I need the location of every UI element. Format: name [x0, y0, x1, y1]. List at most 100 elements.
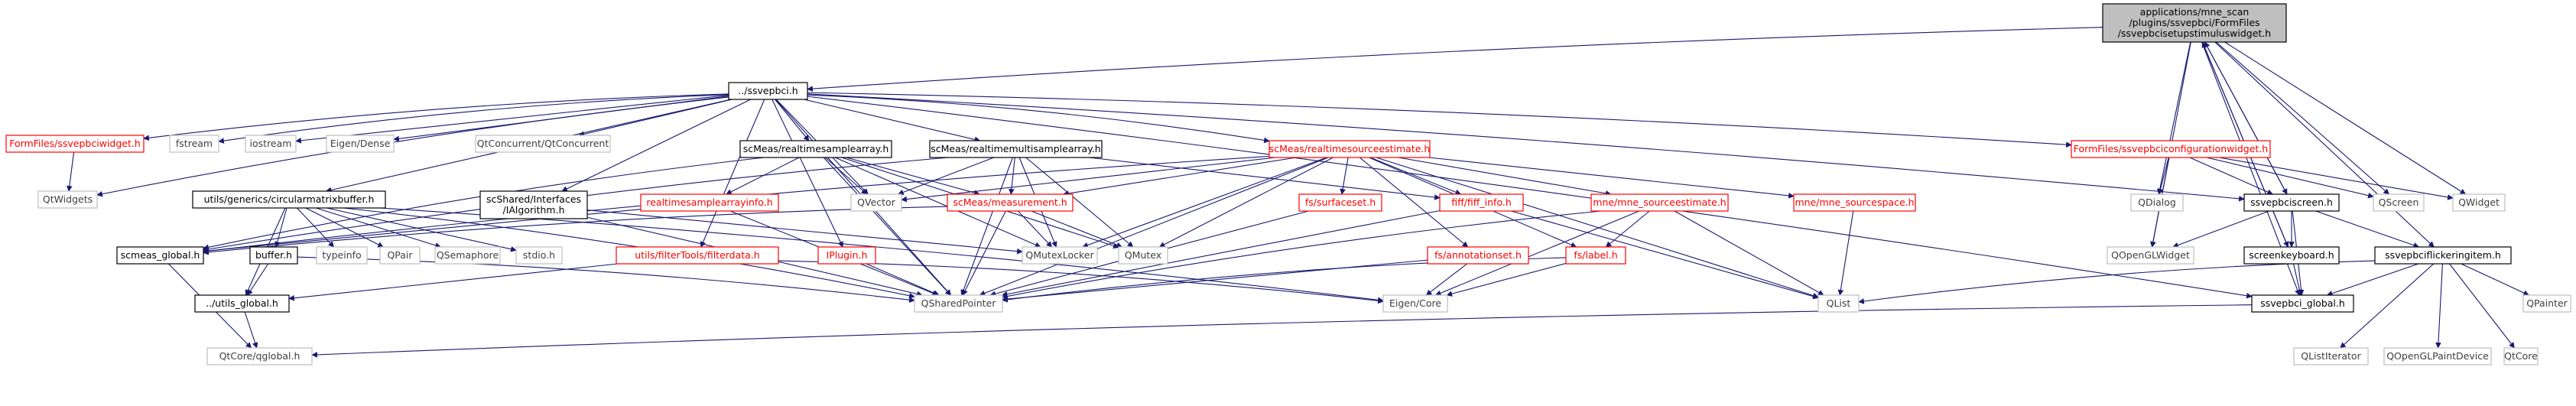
node-screenkeyboard[interactable]: screenkeyboard.h [2243, 246, 2340, 265]
node-label: fiff/fiff_info.h [1451, 197, 1512, 208]
node-box [1382, 294, 1448, 313]
edge-annotationset-to-qsharedpointer [1002, 259, 1428, 302]
node-qpainter: QPainter [2522, 294, 2571, 313]
node-utilsglobal[interactable]: ../utils_global.h [194, 294, 290, 313]
node-qopenglwidget: QOpenGLWidget [2107, 246, 2194, 265]
node-qtwidgets: QtWidgets [37, 190, 98, 209]
node-box [434, 246, 501, 265]
node-qtcoreglobal: QtCore/qglobal.h [206, 347, 313, 365]
edge-rtsourceestimate-to-qlist [1376, 157, 1819, 299]
edge-rtsourceestimate-to-surfaceset [1340, 157, 1349, 195]
edge-root-to-qscreen [2216, 41, 2390, 195]
node-box [37, 190, 98, 209]
edge-ssvepbciscreen-to-flickeringitem [2315, 210, 2420, 248]
node-box [1022, 246, 1098, 265]
node-box [739, 140, 892, 158]
edge-ssvepbci_h-to-filterdata [700, 99, 765, 248]
node-box [2102, 3, 2287, 43]
node-label: QMutexLocker [1025, 249, 1094, 261]
node-box [1298, 193, 1382, 212]
node-ssvepbciscreen[interactable]: ssvepbciscreen.h [2243, 193, 2340, 212]
node-box [169, 135, 219, 153]
node-iplugin[interactable]: IPlugin.h [817, 246, 876, 265]
node-box [479, 190, 588, 219]
edges-layer [67, 27, 2529, 358]
node-rtsourceestimate[interactable]: scMeas/realtimesourceestimate.h [1269, 140, 1431, 158]
node-rtsaminfo[interactable]: realtimesamplearrayinfo.h [640, 193, 779, 212]
node-label: screenkeyboard.h [2249, 249, 2334, 261]
node-box [728, 82, 808, 100]
node-ialgorithm[interactable]: scShared/Interfaces/IAlgorithm.h [479, 190, 588, 219]
edge-rtsamplearray-to-qsharedpointer [823, 157, 951, 296]
node-label: fs/label.h [1574, 249, 1617, 261]
node-label: scmeas_global.h [121, 249, 200, 261]
node-label: buffer.h [255, 249, 292, 261]
edge-ssvepbci_h-to-configwidget [807, 92, 2072, 148]
node-fiffinfo[interactable]: fiff/fiff_info.h [1439, 193, 1524, 212]
node-box [249, 246, 298, 265]
edge-rtsourceestimate-to-fiffinfo [1369, 157, 1462, 195]
node-label: QSemaphore [437, 249, 499, 261]
edge-ssvepbci_h-to-ialgorithm [561, 99, 752, 192]
node-scmeasglobal[interactable]: scmeas_global.h [116, 246, 204, 265]
node-qmutex: QMutex [1118, 246, 1168, 265]
node-filterdata[interactable]: utils/filterTools/filterdata.h [616, 246, 779, 265]
node-label: ssvepbciflickeringitem.h [2385, 249, 2501, 261]
node-label: QtCore [2504, 350, 2538, 362]
edge-flickeringitem-to-qopenglpaintdevice [2435, 263, 2443, 349]
node-label: Eigen/Dense [330, 138, 391, 149]
node-rtmultisample[interactable]: scMeas/realtimemultisamplearray.h [929, 140, 1103, 158]
edge-root-to-flickeringitem [2214, 41, 2435, 248]
node-box [515, 246, 563, 265]
edge-mnesource-to-qsharedpointer [1002, 210, 1602, 300]
edge-rtmultisample-to-measurement [1009, 157, 1015, 195]
edge-ssvepbciglobal-to-qtcoreglobal [311, 304, 2253, 358]
node-eigen_dense: Eigen/Dense [326, 135, 395, 153]
edge-rtsourceestimate-to-mnesource [1398, 157, 1612, 197]
edge-measurement-to-qsharedpointer [962, 210, 1006, 296]
node-mnesource[interactable]: mne/mne_sourceestimate.h [1590, 193, 1729, 212]
edge-rtmultisample-to-qsharedpointer [960, 157, 1013, 296]
node-configwidget[interactable]: FormFiles/ssvepbciconfigurationwidget.h [2071, 140, 2271, 158]
edge-measurement-to-qmutexlocker [1017, 210, 1053, 248]
node-fstream: fstream [169, 135, 219, 153]
node-qpair: QPair [379, 246, 421, 265]
node-label: QOpenGLPaintDevice [2386, 350, 2489, 362]
node-formfiles_widget[interactable]: FormFiles/ssvepbciwidget.h [5, 135, 145, 153]
node-qdialog: QDialog [2130, 193, 2184, 212]
node-box [1565, 246, 1626, 265]
edge-circbuf-to-stdioh [326, 207, 517, 252]
edge-ssvepbci_h-to-iplugin [772, 99, 843, 248]
node-circbuf[interactable]: utils/generics/circularmatrixbuffer.h [192, 190, 386, 209]
edge-ssvepbci_h-to-rtsourceestimate [807, 94, 1270, 144]
node-annotationset[interactable]: fs/annotationset.h [1427, 246, 1529, 265]
node-fslabel[interactable]: fs/label.h [1565, 246, 1626, 265]
node-surfaceset[interactable]: fs/surfaceset.h [1298, 193, 1382, 212]
edge-fiffinfo-to-qlist [1511, 210, 1819, 300]
node-measurement[interactable]: scMeas/measurement.h [947, 193, 1074, 212]
node-label: ../ssvepbci.h [738, 85, 797, 96]
node-qvector: QVector [850, 193, 902, 212]
edge-rtsamplearray-to-qmutexlocker [835, 157, 1041, 248]
edge-circbuf-to-bufferh [274, 207, 287, 248]
node-label: QtCore/qglobal.h [219, 350, 300, 362]
edge-ialgorithm-to-qmutexlocker [586, 209, 1023, 255]
node-box [1793, 193, 1916, 212]
node-bufferh[interactable]: buffer.h [249, 246, 298, 265]
node-ssvepbci_h[interactable]: ../ssvepbci.h [728, 82, 808, 100]
node-mnesourcespace[interactable]: mne/mne_sourcespace.h [1793, 193, 1916, 212]
node-label: scMeas/measurement.h [953, 197, 1067, 208]
node-ssvepbciglobal[interactable]: ssvepbci_global.h [2251, 294, 2354, 313]
node-box [2107, 246, 2194, 265]
node-rtsamplearray[interactable]: scMeas/realtimesamplearray.h [739, 140, 892, 158]
node-label: FormFiles/ssvepbciconfigurationwidget.h [2074, 143, 2268, 154]
node-flickeringitem[interactable]: ssvepbciflickeringitem.h [2374, 246, 2512, 265]
node-box [194, 294, 290, 313]
node-box [2251, 294, 2354, 313]
node-box [2383, 347, 2492, 365]
node-label: mne/mne_sourceestimate.h [1593, 197, 1726, 208]
edge-flickeringitem-to-qpainter [2461, 263, 2529, 296]
node-label: scMeas/realtimesourceestimate.h [1269, 143, 1431, 154]
node-qtconcurrent: QtConcurrent/QtConcurrent [475, 135, 611, 153]
